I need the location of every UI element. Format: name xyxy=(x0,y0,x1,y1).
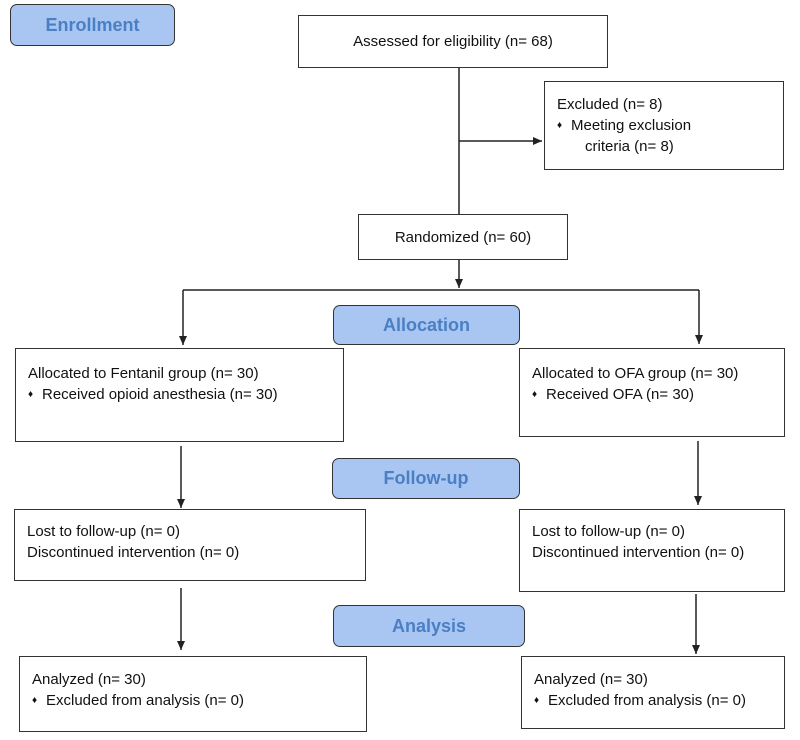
left-analysis-box: Analyzed (n= 30) ♦ Excluded from analysi… xyxy=(19,656,367,732)
right-allocation-box: Allocated to OFA group (n= 30) ♦ Receive… xyxy=(519,348,785,437)
randomized-text: Randomized (n= 60) xyxy=(394,228,532,246)
right-allocated-detail: ♦ Received OFA (n= 30) xyxy=(532,384,772,405)
excluded-box: Excluded (n= 8) ♦ Meeting exclusion crit… xyxy=(544,81,784,170)
left-followup-box: Lost to follow-up (n= 0) Discontinued in… xyxy=(14,509,366,581)
stage-enrollment-label: Enrollment xyxy=(45,14,140,35)
left-excluded-analysis-text: Excluded from analysis (n= 0) xyxy=(46,692,245,709)
stage-followup-label: Follow-up xyxy=(383,468,469,488)
left-allocated-detail-text: Received opioid anesthesia (n= 30) xyxy=(42,386,278,403)
stage-analysis: Analysis xyxy=(333,605,525,647)
right-allocated-detail-text: Received OFA (n= 30) xyxy=(546,386,694,403)
bullet-icon: ♦ xyxy=(534,695,540,706)
left-lost-text: Lost to follow-up (n= 0) xyxy=(27,523,180,540)
randomized-box: Randomized (n= 60) xyxy=(358,214,568,260)
excluded-title: Excluded (n= 8) xyxy=(557,96,663,113)
left-allocation-box: Allocated to Fentanil group (n= 30) ♦ Re… xyxy=(15,348,344,442)
stage-analysis-label: Analysis xyxy=(391,615,467,636)
right-discontinued-text: Discontinued intervention (n= 0) xyxy=(532,544,745,561)
right-analyzed-text: Analyzed (n= 30) xyxy=(534,671,648,688)
right-lost-text: Lost to follow-up (n= 0) xyxy=(532,523,685,540)
left-allocated-detail: ♦ Received opioid anesthesia (n= 30) xyxy=(28,384,331,405)
bullet-icon: ♦ xyxy=(28,389,34,400)
excluded-reason-line2: criteria (n= 8) xyxy=(585,138,674,155)
stage-enrollment: Enrollment xyxy=(10,4,175,46)
bullet-icon: ♦ xyxy=(557,120,563,131)
stage-allocation-label: Allocation xyxy=(382,314,470,335)
right-analysis-box: Analyzed (n= 30) ♦ Excluded from analysi… xyxy=(521,656,785,729)
stage-followup: Follow-up xyxy=(332,458,520,499)
excluded-reason-line1: Meeting exclusion xyxy=(571,117,692,134)
excluded-reason: ♦ Meeting exclusion xyxy=(557,115,771,136)
assessed-box: Assessed for eligibility (n= 68) xyxy=(298,15,608,68)
bullet-icon: ♦ xyxy=(532,389,538,400)
right-followup-box: Lost to follow-up (n= 0) Discontinued in… xyxy=(519,509,785,592)
assessed-text: Assessed for eligibility (n= 68) xyxy=(353,33,553,50)
right-excluded-analysis-text: Excluded from analysis (n= 0) xyxy=(548,692,747,709)
left-analyzed-text: Analyzed (n= 30) xyxy=(32,671,146,688)
bullet-icon: ♦ xyxy=(32,695,38,706)
right-allocated-title: Allocated to OFA group (n= 30) xyxy=(532,365,739,382)
left-excluded-analysis: ♦ Excluded from analysis (n= 0) xyxy=(32,690,354,711)
left-allocated-title: Allocated to Fentanil group (n= 30) xyxy=(28,365,259,382)
stage-allocation: Allocation xyxy=(333,305,520,345)
left-discontinued-text: Discontinued intervention (n= 0) xyxy=(27,544,240,561)
right-excluded-analysis: ♦ Excluded from analysis (n= 0) xyxy=(534,690,772,711)
